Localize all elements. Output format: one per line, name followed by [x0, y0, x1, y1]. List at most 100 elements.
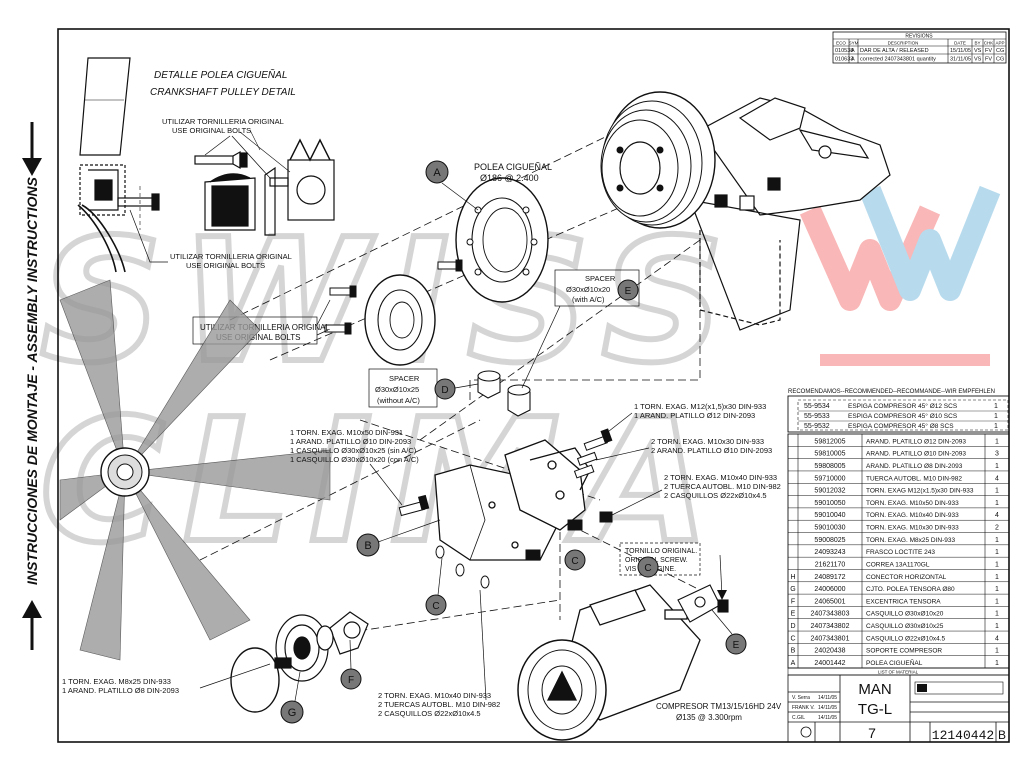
drawn-by: V. Serra [792, 695, 810, 701]
rev-row-2-by: VS [974, 57, 982, 63]
bom-part-number: 2407343801 [811, 635, 850, 642]
hub-drawing [324, 259, 463, 366]
callout-g: G [280, 671, 304, 724]
checked-by: FRANK V. [792, 705, 815, 711]
recommended-description: ESPIGA COMPRESOR 45° Ø10 SCS [848, 412, 958, 420]
bom-item-letter: C [790, 635, 795, 642]
pulley-title: POLEA CIGUEÑAL [474, 162, 552, 172]
revisions-table: REVISIONS ECO SYM DESCRIPTION DATE BY CH… [832, 31, 1007, 64]
rev-row-2-chk: FV [985, 57, 992, 63]
note-m10x50-line-4: 1 CASQUILLO Ø30xØ10x20 (con A/C) [290, 455, 419, 464]
note-m12: 1 TORN. EXAG. M12(x1,5)x30 DIN-933 1 ARA… [603, 402, 766, 436]
rev-header-description: DESCRIPTION [888, 41, 919, 46]
recommended-quantity: 1 [994, 423, 998, 430]
rev-header-date: DATE [954, 41, 966, 46]
model-line-1: MAN [858, 681, 891, 698]
rev-row-1-chk: FV [985, 48, 992, 54]
bom-description: TORN. EXAG. M10x40 DIN-933 [866, 512, 959, 519]
bom-description: CONECTOR HORIZONTAL [866, 574, 947, 581]
callout-g-letter: G [288, 707, 297, 719]
tensioner-drawing [230, 611, 369, 713]
pulley-flange-drawing [455, 177, 549, 303]
note-original-line-2: ORIGINAL SCREW. [625, 557, 688, 564]
rev-row-1-date: 15/11/05 [950, 48, 971, 54]
bom-quantity: 1 [995, 660, 999, 667]
bom-part-number: 24065001 [814, 598, 845, 605]
callout-b: B [356, 519, 441, 557]
spacer-noac-line-1: SPACER [389, 374, 420, 383]
bom-part-number: 24093243 [814, 549, 845, 556]
bom-part-number: 24001442 [814, 660, 845, 667]
crankshaft-pulley-drawing [600, 91, 716, 229]
compressor-drawing [517, 584, 701, 741]
bolts-label-2-en: USE ORIGINAL BOLTS [186, 261, 265, 270]
bolts-label-3-box [192, 316, 318, 345]
detail-title-es: DETALLE POLEA CIGUEÑAL [154, 68, 287, 81]
compressor-label-1: COMPRESOR TM13/15/16HD 24V [656, 702, 782, 711]
bom-description: ARAND. PLATILLO Ø8 DIN-2093 [866, 463, 963, 470]
rev-row-1-by: VS [974, 48, 982, 54]
bom-part-number: 59808005 [814, 463, 845, 470]
rev-header-app: APP [995, 41, 1004, 46]
bom-item-letter: F [791, 598, 795, 605]
side-title: INSTRUCCIONES DE MONTAJE - ASSEMBLY INST… [24, 176, 40, 585]
bom-part-number: 59010040 [814, 512, 845, 519]
fan-drawing [59, 279, 331, 661]
bom-quantity: 1 [995, 488, 999, 495]
rev-row-2-description: corrected 2407343801 quantity [860, 57, 936, 63]
checked-date: 14/11/05 [818, 705, 837, 711]
bom-item-letter: D [790, 623, 795, 630]
arrow-up-icon [22, 600, 42, 650]
bom-description: CASQUILLO Ø22xØ10x4.5 [866, 635, 946, 642]
callout-e-top: E [617, 279, 639, 301]
bom-part-number: 59710000 [814, 475, 845, 482]
callout-e-bottom: E [711, 609, 747, 655]
note-m10x40-line-2: 2 TUERCA AUTOBL. M10 DIN-982 [664, 482, 781, 491]
callout-f-letter: F [348, 675, 354, 686]
recommended-part-number: 55-9533 [804, 413, 830, 420]
bom-part-number: 2407343802 [811, 623, 850, 630]
hardware-bolts [398, 428, 613, 589]
compressor-label-2: Ø135 @ 3.300rpm [676, 713, 742, 722]
callout-a: A [425, 160, 479, 211]
note-bottom-line-3: 2 CASQUILLOS Ø22xØ10x4.5 [378, 709, 481, 718]
detail-title-en: CRANKSHAFT PULLEY DETAIL [150, 87, 296, 98]
bom-quantity: 2 [995, 525, 999, 532]
compressor-bracket-drawing [434, 439, 591, 561]
callout-c-right-letter: C [644, 563, 651, 574]
drawing-frame [57, 28, 1010, 743]
revisions-title: REVISIONS [905, 34, 933, 40]
note-m10x30-line-2: 2 ARAND. PLATILLO Ø10 DIN-2093 [651, 446, 772, 455]
title-block [787, 674, 1010, 743]
bom-quantity: 1 [995, 549, 999, 556]
recommended-description: ESPIGA COMPRESOR 45° Ø12 SCS [848, 402, 958, 410]
note-bottom-line-1: 2 TORN. EXAG. M10x40 DIN-933 [378, 691, 491, 700]
note-m10x50: 1 TORN. EXAG. M10x50 DIN-931 1 ARAND. PL… [290, 428, 419, 506]
bom-table: RECOMENDAMOS--RECOMMENDED--RECOMMANDE--W… [787, 389, 1010, 676]
spacer-ac-box [554, 269, 640, 307]
approved-date: 14/11/05 [818, 715, 837, 721]
bom-quantity: 4 [995, 475, 999, 482]
model-line-2: TG-L [858, 701, 892, 718]
bom-quantity: 3 [995, 451, 999, 458]
bom-part-number: 59012032 [814, 488, 845, 495]
note-m10x40-line-3: 2 CASQUILLOS Ø22xØ10x4.5 [664, 491, 767, 500]
bolts-label-3-es: UTILIZAR TORNILLERIA ORIGINAL [200, 323, 331, 332]
drawing-number: 12140442 [932, 728, 994, 743]
bom-part-number: 24020438 [814, 648, 845, 655]
bom-quantity: 1 [995, 574, 999, 581]
rev-header-sym: SYM [849, 41, 859, 46]
bom-quantity: 1 [995, 561, 999, 568]
callout-c-left: C [425, 557, 447, 616]
bom-part-number: 59010050 [814, 500, 845, 507]
